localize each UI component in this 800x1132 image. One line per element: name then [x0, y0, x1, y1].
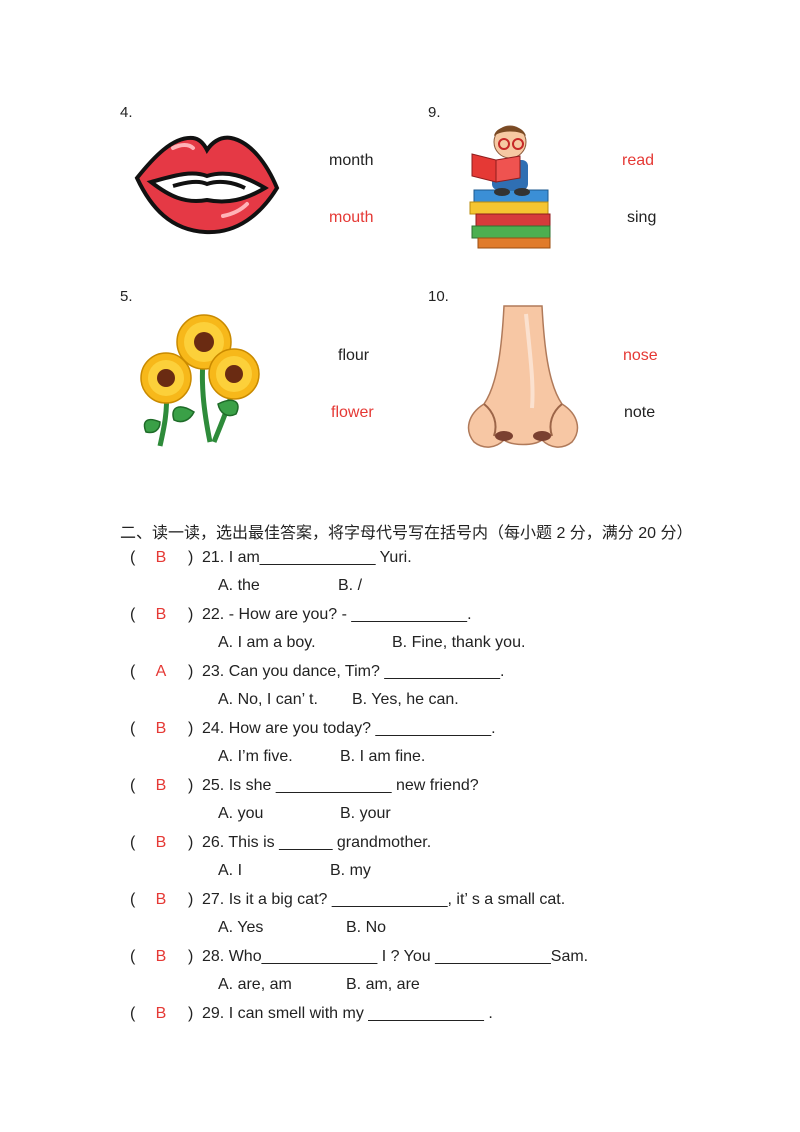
answer-letter: B: [155, 606, 167, 623]
option-a: A. I am a boy.: [218, 634, 316, 651]
answer-letter: B: [155, 948, 167, 965]
question-text: 25. Is she _____________ new friend?: [202, 777, 479, 794]
question-text: 28. Who_____________ I ? You ___________…: [202, 948, 589, 965]
question-text: 29. I can smell with my _____________ .: [202, 1005, 493, 1022]
question-text: 22. - How are you? - _____________.: [202, 606, 472, 623]
question-row: ( B ) 29. I can smell with my __________…: [130, 1005, 493, 1022]
answer-letter: B: [155, 777, 167, 794]
word-option: note: [624, 404, 656, 421]
option-a: A. I: [218, 862, 243, 879]
word-option: flour: [338, 347, 370, 364]
option-b: B. I am fine.: [340, 748, 426, 765]
word-option: sing: [627, 209, 657, 226]
answer-letter: B: [155, 720, 167, 737]
question-row: ( B ) 28. Who_____________ I ? You _____…: [130, 948, 589, 965]
answer-letter: B: [155, 834, 167, 851]
option-a: A. are, am: [218, 976, 292, 993]
word-option-answer: read: [622, 152, 655, 169]
word-option-answer: mouth: [329, 209, 374, 226]
item-number: 10.: [428, 288, 449, 305]
question-row: ( B ) 21. I am_____________ Yuri.: [130, 549, 412, 566]
option-a: A. the: [218, 577, 260, 594]
question-text: 24. How are you today? _____________.: [202, 720, 496, 737]
question-row: ( B ) 27. Is it a big cat? _____________…: [130, 891, 566, 908]
boy-reading-books-icon: [469, 125, 551, 249]
option-a: A. I’m five.: [218, 748, 293, 765]
option-b: B. /: [338, 577, 363, 594]
question-text: 26. This is ______ grandmother.: [202, 834, 432, 851]
word-option-answer: nose: [623, 347, 658, 364]
item-number: 4.: [120, 104, 133, 121]
option-b: B. Fine, thank you.: [392, 634, 526, 651]
option-b: B. my: [330, 862, 371, 879]
question-text: 27. Is it a big cat? _____________, it’ …: [202, 891, 566, 908]
question-text: 21. I am_____________ Yuri.: [202, 549, 412, 566]
question-row: ( B ) 26. This is ______ grandmother.: [130, 834, 432, 851]
sunflowers-icon: [140, 314, 260, 447]
question-row: ( B ) 24. How are you today? ___________…: [130, 720, 496, 737]
answer-letter: B: [155, 891, 167, 908]
question-row: ( B ) 22. - How are you? - _____________…: [130, 606, 472, 623]
option-b: B. Yes, he can.: [352, 691, 459, 708]
option-a: A. No, I can’ t.: [218, 691, 318, 708]
word-option-answer: flower: [331, 404, 374, 421]
question-text: 23. Can you dance, Tim? _____________.: [202, 663, 505, 680]
nose-icon: [467, 305, 579, 448]
option-a: A. Yes: [218, 919, 264, 936]
answer-letter: A: [155, 663, 167, 680]
question-row: ( B ) 25. Is she _____________ new frien…: [130, 777, 479, 794]
option-b: B. your: [340, 805, 391, 822]
word-option: month: [329, 152, 374, 169]
question-row: ( A ) 23. Can you dance, Tim? __________…: [130, 663, 505, 680]
lips-icon: [134, 135, 280, 235]
section-title: 二、读一读，选出最佳答案，将字母代号写在括号内（每小题 2 分，满分 20 分）: [120, 525, 693, 542]
item-number: 9.: [428, 104, 441, 121]
option-b: B. No: [346, 919, 387, 936]
option-a: A. you: [218, 805, 264, 822]
item-number: 5.: [120, 288, 133, 305]
answer-letter: B: [155, 549, 167, 566]
answer-letter: B: [155, 1005, 167, 1022]
option-b: B. am, are: [346, 976, 420, 993]
